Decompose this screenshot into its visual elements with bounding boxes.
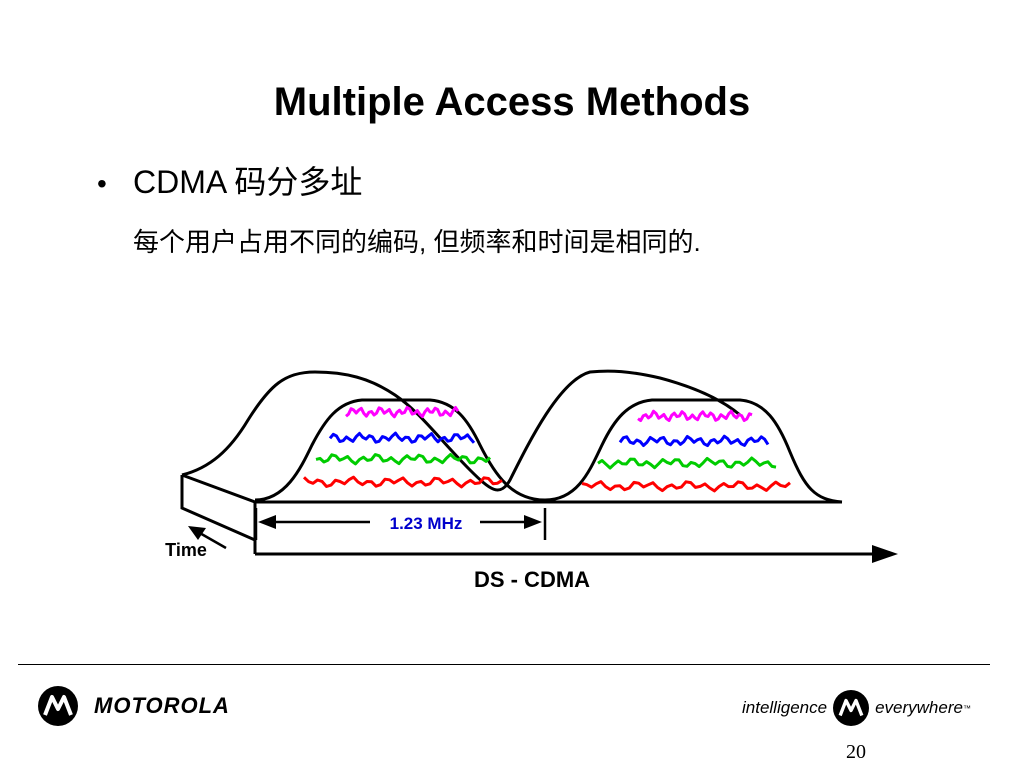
motorola-brand: MOTOROLA xyxy=(38,686,230,726)
user-4-signal-line xyxy=(302,475,503,489)
diagram-caption: DS - CDMA xyxy=(474,567,590,592)
brand-name: MOTOROLA xyxy=(94,693,230,718)
motorola-batwing-logo-icon xyxy=(38,686,78,726)
slide-title: Multiple Access Methods xyxy=(273,80,751,124)
time-axis-label: Time xyxy=(165,540,207,560)
user-4-signal-line xyxy=(581,480,791,493)
page-number: 20 xyxy=(846,741,866,763)
diagram-base-slab xyxy=(180,473,842,554)
tagline-left: intelligence xyxy=(742,698,828,717)
motorola-batwing-logo-icon xyxy=(833,690,870,726)
tagline-right: everywhere xyxy=(875,698,963,717)
bullet-description: 每个用户占用不同的编码, 但频率和时间是相同的. xyxy=(133,227,701,257)
user-3-signal-line xyxy=(315,453,492,466)
user-2-signal-line xyxy=(328,431,476,444)
trademark-symbol: ™ xyxy=(962,703,971,713)
bullet-item: • CDMA 码分多址 xyxy=(97,162,362,204)
bullet-dot-icon: • xyxy=(97,168,107,199)
bandwidth-marker: 1.23 MHz xyxy=(254,508,547,540)
time-axis: Time xyxy=(165,526,227,560)
user-1-signal-line xyxy=(345,406,460,419)
bandwidth-label: 1.23 MHz xyxy=(390,514,463,533)
user-1-signal-line xyxy=(637,409,753,423)
front-envelope-line xyxy=(254,398,843,504)
signal-lines-group xyxy=(302,406,791,493)
user-3-signal-line xyxy=(597,456,777,470)
bullet-text: CDMA 码分多址 xyxy=(133,164,363,200)
back-envelope-line xyxy=(181,369,741,492)
user-2-signal-line xyxy=(618,434,770,448)
frequency-axis xyxy=(255,545,898,563)
footer-divider xyxy=(18,664,990,665)
